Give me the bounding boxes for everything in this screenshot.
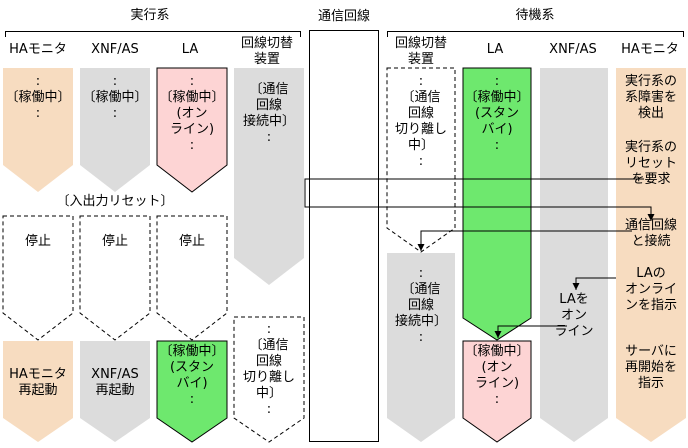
- active-group-bracket-left: [5, 31, 6, 37]
- active-ha-running-label: : 〔稼働中〕 :: [5, 74, 71, 121]
- active-ha-running-shape: [3, 68, 73, 192]
- ha-step-instruct-online: LAの オンライ ンを指示: [624, 266, 677, 313]
- standby-xnf-la-online-label: LAを オン ライン: [554, 292, 594, 339]
- ha-step-connect-line: 通信回線 と接続: [624, 218, 677, 249]
- standby-switch-disconnected-shape: [386, 67, 456, 253]
- active-la-stop-shape: [156, 215, 228, 341]
- standby-group-title: 待機系: [515, 8, 555, 23]
- reset-request-arrow: [304, 178, 655, 221]
- standby-col-la: LA: [486, 42, 504, 57]
- active-group-bracket: [5, 31, 300, 32]
- active-col-line-switch: 回線切替 装置: [240, 36, 293, 67]
- standby-col-ha-monitor: HAモニタ: [621, 42, 679, 57]
- active-la-running-shape: [156, 67, 228, 193]
- standby-la-online-shape: [462, 340, 532, 443]
- active-xnf-stop-shape: [79, 215, 151, 341]
- active-xnf-stop-label: 停止: [101, 234, 128, 249]
- active-la-standby-shape: [156, 340, 228, 443]
- active-col-ha-monitor: HAモニタ: [9, 42, 67, 57]
- active-col-xnf-as: XNF/AS: [91, 42, 139, 57]
- standby-la-standby-shape: [462, 67, 532, 341]
- standby-la-online-label: 〔稼働中〕 (オン ライン) :: [464, 344, 530, 407]
- connect-line-arrow: [417, 230, 632, 251]
- online-instruct-arrow: [572, 277, 616, 290]
- communication-line-bar: [309, 30, 379, 442]
- active-ha-stop-label: 停止: [24, 234, 51, 249]
- la-online-arrow: [494, 325, 567, 338]
- active-col-la: LA: [181, 42, 199, 57]
- active-xnf-restart-shape: [80, 341, 150, 442]
- active-xnf-running-shape: [80, 68, 150, 192]
- communication-line-title: 通信回線: [317, 9, 370, 24]
- active-xnf-running-label: : 〔稼働中〕 :: [82, 74, 148, 121]
- active-switch-connected-label: 〔通信 回線 接続中〕 :: [242, 82, 295, 145]
- active-switch-disconnected-shape: [233, 316, 305, 443]
- standby-col-xnf-as: XNF/AS: [549, 42, 597, 57]
- active-switch-disconnected-label: : 〔通信 回線 切り離し 中〕 :: [242, 322, 295, 417]
- active-la-stop-label: 停止: [178, 234, 205, 249]
- standby-group-bracket-left: [387, 31, 388, 37]
- ha-step-detect-failure: 実行系の 系障害を 検出: [624, 74, 677, 121]
- ha-step-instruct-restart: サーバに 再開始を 指示: [624, 344, 677, 391]
- active-ha-stop-shape: [2, 215, 74, 341]
- ha-step-request-reset: 実行系の リセット を要求: [624, 140, 677, 187]
- standby-switch-connected-shape: [387, 253, 455, 442]
- active-switch-connected-shape: [234, 68, 304, 285]
- standby-group-bracket-right: [683, 31, 684, 37]
- standby-xnf-shape: [540, 68, 608, 442]
- active-la-standby-label: 〔稼働中〕 (スタン バイ) :: [159, 344, 225, 407]
- active-la-running-label: : 〔稼働中〕 (オン ライン) :: [159, 74, 225, 153]
- standby-group-bracket: [387, 31, 683, 32]
- active-group-bracket-right: [300, 31, 301, 37]
- active-xnf-restart-label: XNF/AS 再起動: [91, 367, 139, 398]
- io-reset-label: 〔入出力リセット〕: [56, 194, 174, 209]
- standby-col-line-switch: 回線切替 装置: [394, 36, 447, 67]
- standby-ha-shape: [616, 68, 686, 442]
- active-ha-restart-label: HAモニタ 再起動: [9, 367, 67, 398]
- standby-la-standby-label: : 〔稼働中〕 (スタン バイ) :: [464, 74, 530, 153]
- active-ha-restart-shape: [3, 341, 73, 442]
- active-group-title: 実行系: [130, 8, 170, 23]
- standby-switch-disconnected-label: : 〔通信 回線 切り離し 中〕 :: [394, 74, 447, 169]
- standby-switch-connected-label: : 〔通信 回線 接続中〕 :: [394, 266, 447, 345]
